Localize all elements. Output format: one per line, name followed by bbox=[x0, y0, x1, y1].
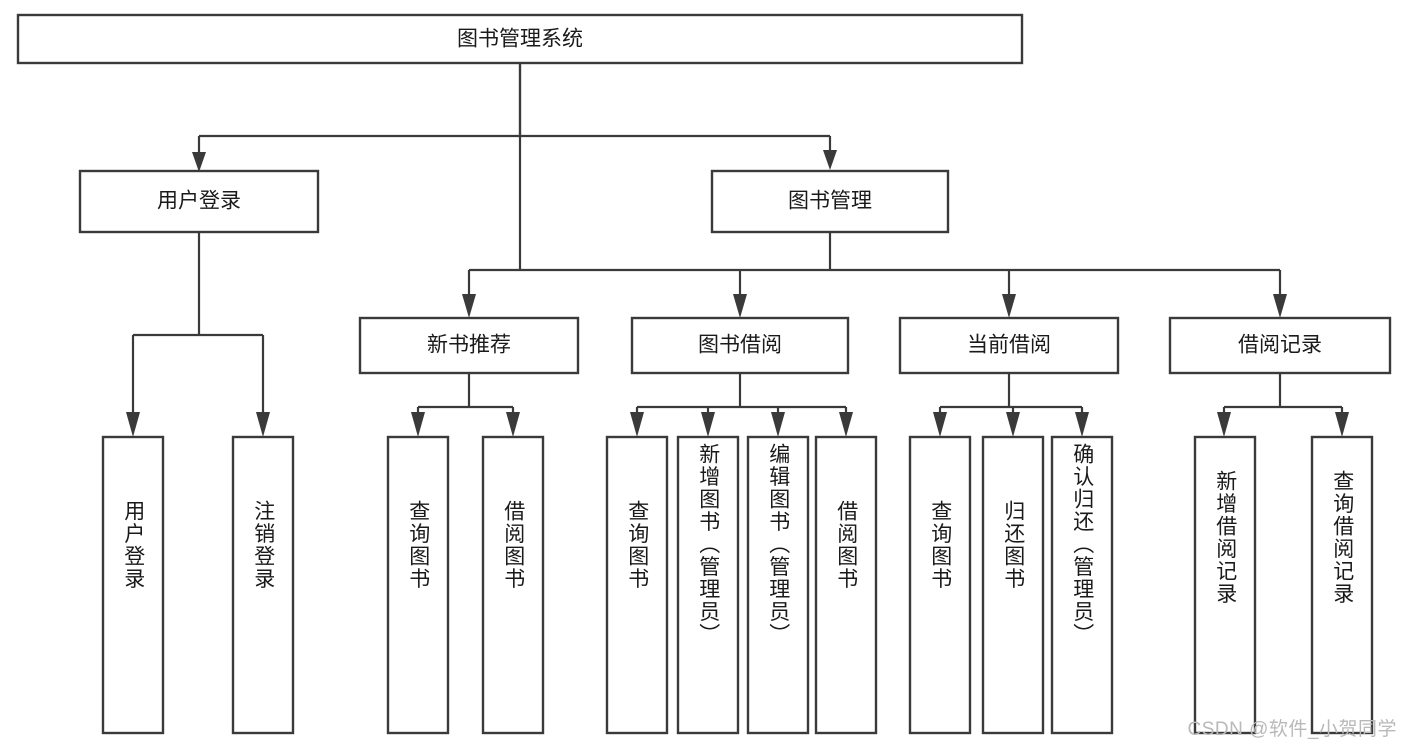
node-new-book-recommend-box[interactable] bbox=[358, 316, 580, 375]
leaf-confirm-return-box[interactable] bbox=[1050, 435, 1114, 735]
arrow-bm-to-borrow-record bbox=[1273, 294, 1287, 318]
leaf-edit-book-box[interactable] bbox=[746, 435, 810, 735]
connector-layer bbox=[126, 63, 1349, 437]
arrow-book-borrow-leaf-3 bbox=[771, 412, 785, 437]
arrow-bm-to-new-book bbox=[462, 294, 476, 318]
arrow-borrow-record-leaf-1 bbox=[1217, 412, 1231, 437]
leaf-add-book-box[interactable] bbox=[676, 435, 740, 735]
node-book-management-label: 图书管理 bbox=[788, 190, 872, 213]
leaf-add-record-box[interactable] bbox=[1193, 435, 1257, 735]
arrow-book-borrow-leaf-1 bbox=[630, 412, 644, 437]
node-root-label: 图书管理系统 bbox=[457, 28, 583, 51]
leaf-borrow-book-2-box[interactable] bbox=[814, 435, 878, 735]
arrow-current-borrow-leaf-2 bbox=[1006, 412, 1020, 437]
node-root-box[interactable] bbox=[16, 13, 1024, 65]
arrow-new-book-leaf-2 bbox=[506, 412, 520, 437]
leaf-query-record-box[interactable] bbox=[1310, 435, 1374, 735]
node-user-login-label: 用户登录 bbox=[157, 190, 241, 213]
arrow-root-to-user-login bbox=[192, 152, 206, 172]
node-book-borrow-box[interactable] bbox=[630, 316, 850, 375]
arrow-user-login-leaf-1 bbox=[126, 412, 140, 437]
node-current-borrow-box[interactable] bbox=[898, 316, 1120, 375]
leaf-return-book-box[interactable] bbox=[981, 435, 1045, 735]
node-book-management-box[interactable] bbox=[710, 169, 950, 234]
node-user-login-box[interactable] bbox=[78, 169, 320, 234]
leaf-user-logout-box[interactable] bbox=[231, 435, 295, 735]
node-borrow-record-label: 借阅记录 bbox=[1238, 334, 1322, 357]
arrow-root-to-book-management bbox=[823, 150, 837, 170]
arrow-user-login-leaf-2 bbox=[256, 412, 270, 437]
arrow-bm-to-book-borrow bbox=[733, 294, 747, 318]
arrow-bm-to-current-borrow bbox=[1002, 294, 1016, 318]
node-book-borrow-label: 图书借阅 bbox=[698, 334, 782, 357]
leaf-user-login-box[interactable] bbox=[101, 435, 165, 735]
leaf-borrow-book-1-box[interactable] bbox=[481, 435, 545, 735]
arrow-book-borrow-leaf-2 bbox=[701, 412, 715, 437]
leaf-query-book-3-box[interactable] bbox=[908, 435, 972, 735]
node-new-book-recommend-label: 新书推荐 bbox=[427, 334, 511, 357]
leaf-query-book-1-box[interactable] bbox=[386, 435, 450, 735]
arrow-current-borrow-leaf-3 bbox=[1075, 412, 1089, 437]
node-layer: 图书管理系统 用户登录 图书管理 新书推荐 图书借阅 当前借阅 借阅记录 bbox=[16, 13, 1392, 735]
arrow-book-borrow-leaf-4 bbox=[839, 412, 853, 437]
node-borrow-record-box[interactable] bbox=[1168, 316, 1392, 375]
arrow-new-book-leaf-1 bbox=[411, 412, 425, 437]
arrow-current-borrow-leaf-1 bbox=[933, 412, 947, 437]
node-current-borrow-label: 当前借阅 bbox=[967, 334, 1051, 357]
watermark-text: CSDN @软件_小贺同学 bbox=[1187, 719, 1397, 740]
leaf-query-book-2-box[interactable] bbox=[605, 435, 669, 735]
arrow-borrow-record-leaf-2 bbox=[1335, 412, 1349, 437]
